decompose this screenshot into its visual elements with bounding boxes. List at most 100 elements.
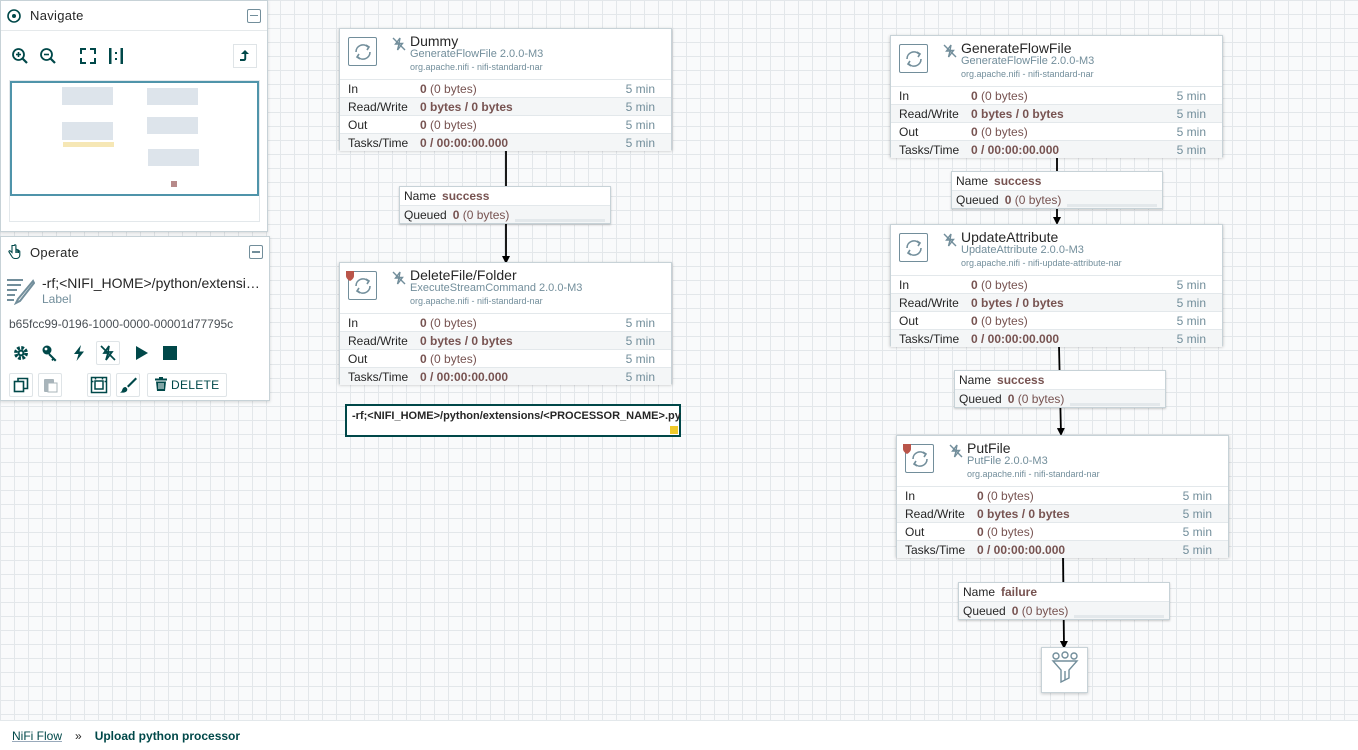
minimap-processor (147, 117, 198, 134)
processor-updateattribute[interactable]: UpdateAttribute UpdateAttribute 2.0.0-M3… (890, 224, 1223, 347)
processor-name: PutFile (967, 440, 1011, 456)
processor-generateflowfile[interactable]: GenerateFlowFile GenerateFlowFile 2.0.0-… (890, 35, 1223, 158)
disable-icon[interactable] (96, 341, 120, 365)
zoom-out-icon[interactable] (37, 45, 59, 67)
copy-icon[interactable] (9, 373, 33, 397)
stop-square-icon[interactable] (158, 341, 182, 365)
processor-bundle: org.apache.nifi - nifi-standard-nar (967, 469, 1100, 479)
navigate-title: Navigate (30, 8, 84, 23)
flow-label-text: -rf;<NIFI_HOME>/python/extensions/<PROCE… (352, 410, 681, 422)
minimap-processor (147, 88, 198, 105)
navigate-toolbar (1, 31, 267, 71)
compass-icon (7, 8, 21, 23)
selection-type: Label (42, 292, 72, 306)
delete-button-label: DELETE (171, 378, 220, 392)
queue-progress-bar (515, 219, 605, 222)
label-resize-handle[interactable] (670, 426, 678, 434)
stopped-disabled-icon (949, 444, 963, 458)
start-play-icon[interactable] (129, 341, 153, 365)
processor-putfile[interactable]: PutFile PutFile 2.0.0-M3 org.apache.nifi… (896, 435, 1229, 558)
processor-type: GenerateFlowFile 2.0.0-M3 (961, 55, 1095, 67)
processor-deletefile-folder[interactable]: DeleteFile/Folder ExecuteStreamCommand 2… (339, 262, 672, 385)
navigate-header: Navigate (1, 1, 267, 31)
connection-name-key: Name (404, 189, 437, 203)
connection-name: success (442, 189, 490, 203)
processor-type: PutFile 2.0.0-M3 (967, 455, 1048, 467)
paste-icon[interactable] (38, 373, 62, 397)
funnel-icon (1050, 650, 1080, 690)
funnel[interactable] (1041, 647, 1088, 693)
birdseye-minimap[interactable] (9, 80, 260, 222)
queue-progress-bar (1074, 615, 1164, 618)
color-brush-icon[interactable] (116, 373, 140, 397)
leave-group-icon[interactable] (233, 44, 257, 68)
connection-name-key: Name (963, 585, 996, 599)
operate-collapse-button[interactable] (249, 245, 263, 259)
zoom-in-icon[interactable] (9, 45, 31, 67)
minimap-funnel (171, 181, 177, 187)
selection-id: b65fcc99-0196-1000-0000-00001d77795c (9, 317, 234, 331)
minimap-processor (148, 149, 199, 166)
breadcrumb: NiFi Flow » Upload python processor (0, 720, 1358, 750)
enable-bolt-icon[interactable] (67, 341, 91, 365)
selection-summary: -rf;<NIFI_HOME>/python/extensions/<PROCE… (1, 267, 269, 307)
restricted-shield-icon (903, 441, 911, 454)
processor-type: UpdateAttribute 2.0.0-M3 (961, 244, 1084, 256)
processor-icon (899, 44, 928, 73)
operate-panel: Operate -rf;<NIFI_HOME>/python/extension… (0, 236, 270, 401)
group-icon[interactable] (87, 373, 111, 397)
processor-type: ExecuteStreamCommand 2.0.0-M3 (410, 282, 583, 294)
connection-name: success (997, 373, 1045, 387)
configure-gear-icon[interactable] (9, 341, 33, 365)
birdseye-viewport[interactable] (10, 81, 259, 196)
processor-icon (905, 444, 934, 473)
minimap-processor (62, 122, 113, 140)
breadcrumb-root-link[interactable]: NiFi Flow (12, 728, 62, 743)
processor-bundle: org.apache.nifi - nifi-update-attribute-… (961, 258, 1122, 268)
actual-size-icon[interactable] (105, 45, 127, 67)
access-policies-key-icon[interactable] (38, 341, 62, 365)
operate-title: Operate (30, 244, 80, 260)
stopped-disabled-icon (943, 44, 957, 58)
processor-bundle: org.apache.nifi - nifi-standard-nar (961, 69, 1094, 79)
fit-screen-icon[interactable] (77, 45, 99, 67)
processor-name: Dummy (410, 33, 459, 49)
processor-bundle: org.apache.nifi - nifi-standard-nar (410, 296, 543, 306)
processor-type: GenerateFlowFile 2.0.0-M3 (410, 48, 544, 60)
connection-queued-key: Queued (404, 207, 447, 222)
connection-queued-key: Queued (959, 391, 1002, 406)
processor-name: DeleteFile/Folder (410, 267, 517, 283)
processor-dummy[interactable]: Dummy GenerateFlowFile 2.0.0-M3 org.apac… (339, 28, 672, 151)
hand-pointer-icon (7, 244, 21, 260)
flow-label-selected[interactable]: -rf;<NIFI_HOME>/python/extensions/<PROCE… (345, 404, 681, 437)
processor-icon (348, 271, 377, 300)
navigate-collapse-button[interactable] (247, 8, 261, 23)
stopped-disabled-icon (392, 37, 406, 51)
processor-bundle: org.apache.nifi - nifi-standard-nar (410, 62, 543, 72)
delete-button[interactable]: DELETE (147, 373, 228, 397)
connection-name-key: Name (956, 174, 989, 188)
operate-actions-row-1 (1, 341, 269, 365)
processor-name: UpdateAttribute (961, 229, 1059, 245)
breadcrumb-separator: » (75, 728, 82, 743)
connection-queued-key: Queued (956, 192, 999, 207)
processor-icon (899, 233, 928, 262)
